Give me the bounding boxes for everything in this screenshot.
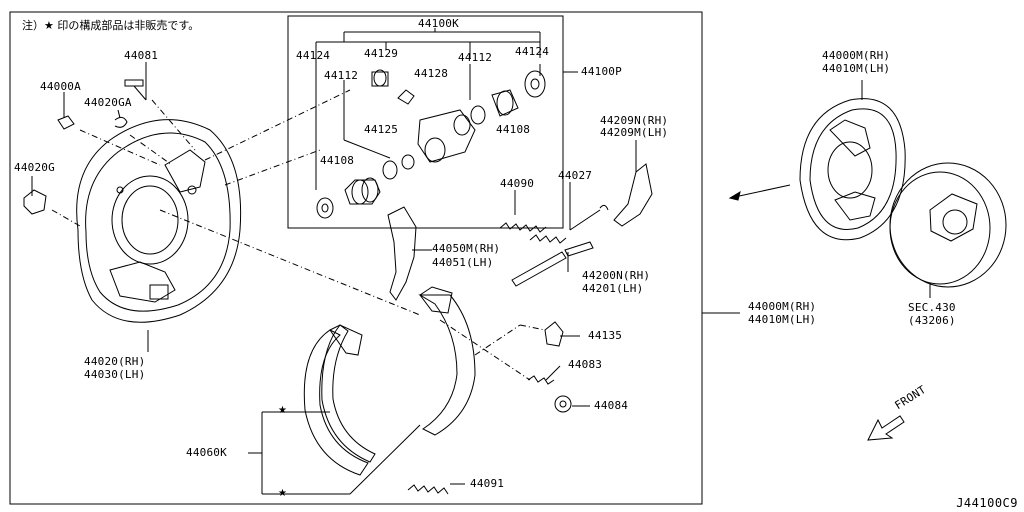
note-text: 注）★ 印の構成部品は非販売です。 xyxy=(22,19,200,32)
brake-drum xyxy=(890,163,1006,287)
label-44108-left: 44108 xyxy=(320,154,355,167)
label-44000M-rh-top: 44000M(RH) xyxy=(822,49,891,62)
label-44027: 44027 xyxy=(558,169,593,182)
label-44112-left: 44112 xyxy=(324,69,359,82)
label-sec430: SEC.430 xyxy=(908,301,956,314)
label-44201-lh: 44201(LH) xyxy=(582,282,644,295)
label-44100P: 44100P xyxy=(581,65,622,78)
label-44051-lh: 44051(LH) xyxy=(432,256,494,269)
wheel-cylinder-kit-box xyxy=(288,16,563,228)
label-44030-lh: 44030(LH) xyxy=(84,368,146,381)
label-44124-left: 44124 xyxy=(296,49,331,62)
label-44060K: 44060K xyxy=(186,446,227,459)
label-44081: 44081 xyxy=(124,49,159,62)
label-44020-rh: 44020(RH) xyxy=(84,355,146,368)
label-44124-right: 44124 xyxy=(515,45,550,58)
label-44100K: 44100K xyxy=(418,17,459,30)
non-sale-star-upper: ★ xyxy=(278,405,287,416)
wheel-cylinder-parts xyxy=(317,70,545,218)
assembled-brake xyxy=(800,99,905,240)
label-44091: 44091 xyxy=(470,477,505,490)
label-44112-right: 44112 xyxy=(458,51,493,64)
label-44129: 44129 xyxy=(364,47,399,60)
label-44125: 44125 xyxy=(364,123,399,136)
label-44010M-lh-mid: 44010M(LH) xyxy=(748,313,817,326)
kit-bracket-lines xyxy=(316,28,578,190)
label-44050M-rh: 44050M(RH) xyxy=(432,242,501,255)
label-44200N-rh: 44200N(RH) xyxy=(582,269,651,282)
label-44083: 44083 xyxy=(568,358,603,371)
label-43206: (43206) xyxy=(908,314,956,327)
label-44010M-lh-top: 44010M(LH) xyxy=(822,62,891,75)
label-44084: 44084 xyxy=(594,399,629,412)
label-44135: 44135 xyxy=(588,329,623,342)
label-44108-right: 44108 xyxy=(496,123,531,136)
springs-and-links xyxy=(388,164,652,494)
label-44020GA: 44020GA xyxy=(84,96,132,109)
label-44209N-rh: 44209N(RH) xyxy=(600,114,669,127)
main-frame xyxy=(10,12,702,504)
non-sale-star-lower: ★ xyxy=(278,488,287,499)
label-44209M-lh: 44209M(LH) xyxy=(600,126,669,139)
label-44020G: 44020G xyxy=(14,161,55,174)
label-44000M-rh-mid: 44000M(RH) xyxy=(748,300,817,313)
backing-plate xyxy=(77,120,241,323)
dashed-leader-lines xyxy=(52,90,545,380)
solid-leader-lines xyxy=(32,62,930,494)
brake-shoes xyxy=(304,287,475,475)
small-parts-left xyxy=(24,80,146,214)
arrows xyxy=(730,185,904,440)
label-44000A: 44000A xyxy=(40,80,81,93)
drawing-code: J44100C9 xyxy=(956,496,1018,510)
label-44090: 44090 xyxy=(500,177,535,190)
label-44128: 44128 xyxy=(414,67,449,80)
